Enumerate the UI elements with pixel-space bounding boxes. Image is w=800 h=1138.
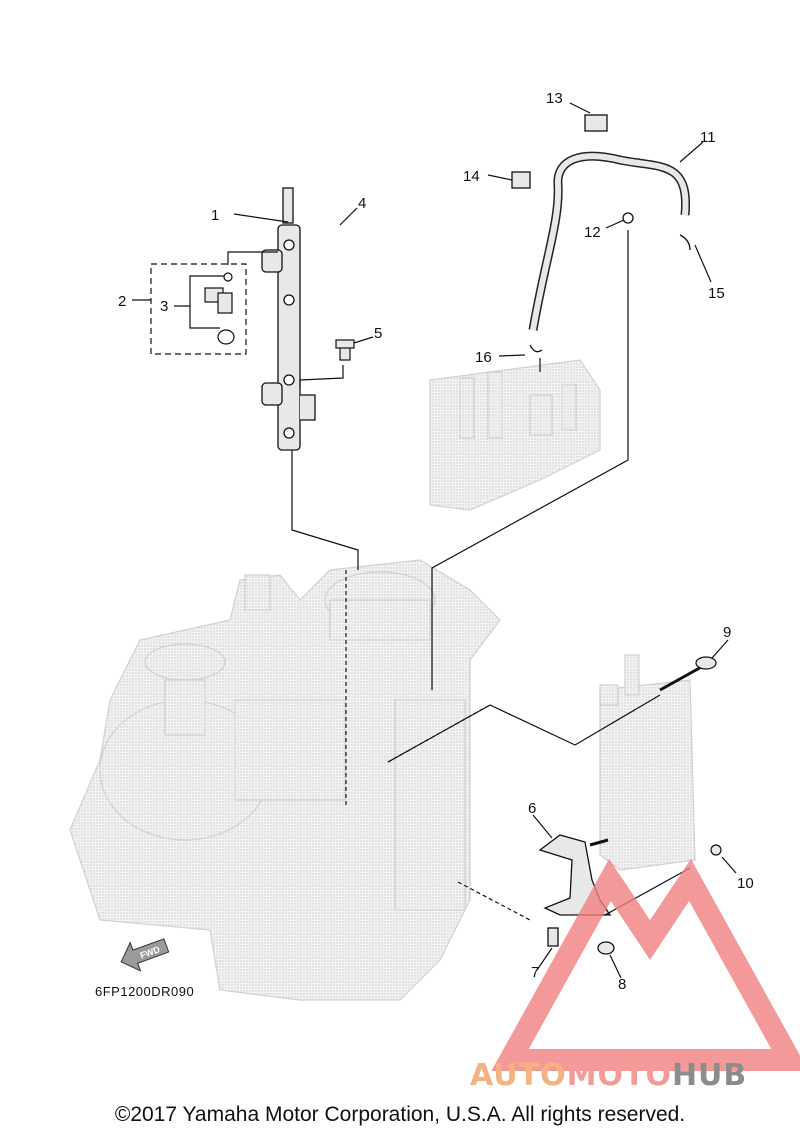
callout-10: 10 <box>737 875 754 892</box>
watermark-brand: AUTOMOTOHUB <box>470 1058 747 1093</box>
callout-8: 8 <box>618 976 626 993</box>
callout-14: 14 <box>463 168 480 185</box>
callout-6: 6 <box>528 800 536 817</box>
fuel-hose <box>511 114 691 353</box>
watermark-part-auto: AUTO <box>470 1058 567 1093</box>
diagram-code: 6FP1200DR090 <box>95 984 195 999</box>
copyright-notice: ©2017 Yamaha Motor Corporation, U.S.A. A… <box>114 1103 686 1126</box>
callout-15: 15 <box>708 285 725 302</box>
cylinder-head-ghost <box>429 359 601 511</box>
callout-labels: 1 2 3 4 5 6 7 8 9 10 11 12 13 14 15 16 <box>118 90 754 993</box>
callout-13: 13 <box>546 90 563 107</box>
callout-12: 12 <box>584 224 601 241</box>
callout-2: 2 <box>118 293 126 310</box>
leader-lines <box>132 102 737 979</box>
bolts <box>335 339 722 856</box>
callout-16: 16 <box>475 349 492 366</box>
callout-11: 11 <box>700 129 716 146</box>
callout-5: 5 <box>374 325 382 342</box>
watermark-part-hub: HUB <box>671 1058 748 1093</box>
callout-9: 9 <box>723 624 731 641</box>
injector-group <box>150 263 247 355</box>
watermark-part-moto: MOTO <box>566 1058 672 1093</box>
coil-assembly-ghost <box>599 654 696 871</box>
callout-4: 4 <box>358 195 366 212</box>
callout-3: 3 <box>160 298 168 315</box>
fwd-arrow: FWD <box>120 938 170 972</box>
callout-7: 7 <box>531 964 539 981</box>
callout-1: 1 <box>211 207 219 224</box>
fuel-rail <box>261 187 316 451</box>
watermark-logo <box>491 858 800 1071</box>
engine-block-ghost <box>69 559 501 1001</box>
